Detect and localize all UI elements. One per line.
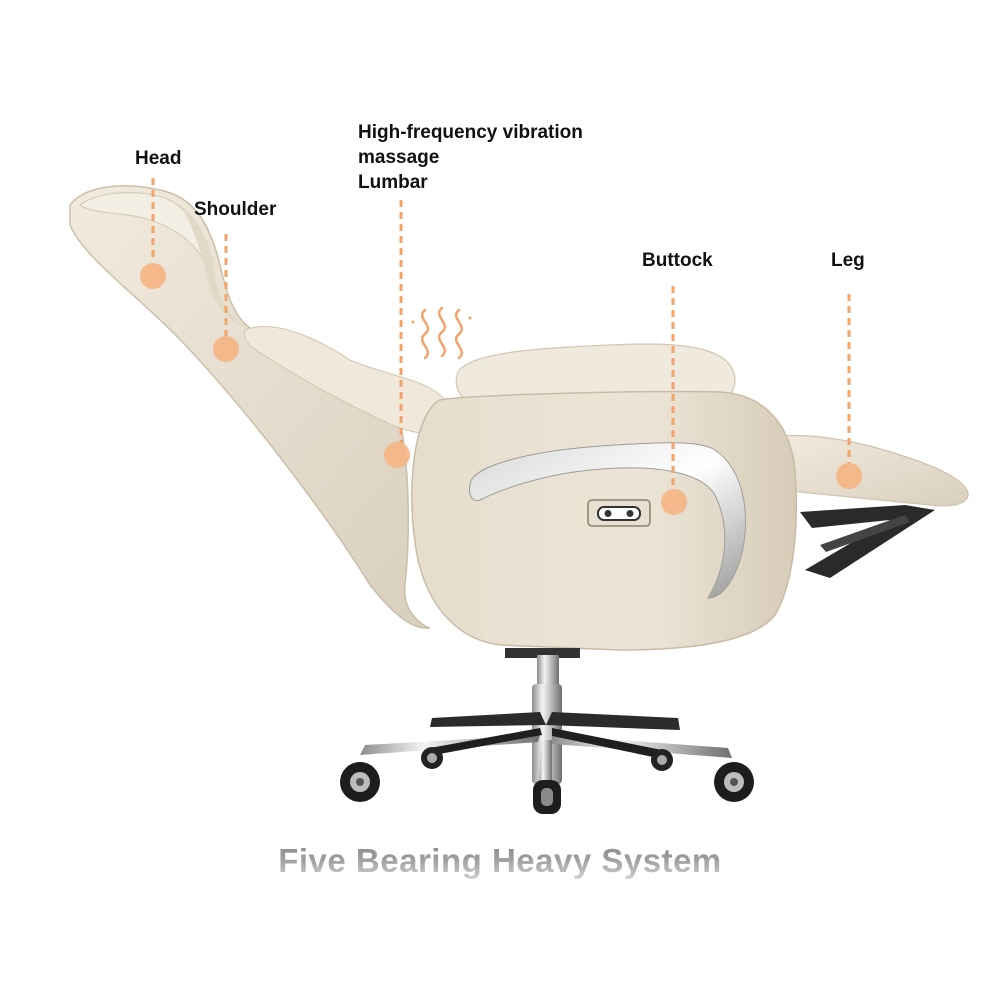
massage-markers (140, 263, 862, 515)
shoulder-label: Shoulder (194, 199, 277, 220)
swivel-base (360, 648, 732, 792)
backrest (69, 185, 455, 629)
lumbar-label: High-frequency vibration massage Lumbar (358, 120, 583, 195)
leader-lines (151, 178, 851, 490)
shoulder-marker (213, 336, 239, 362)
lumbar-label-line-2: massage (358, 147, 440, 168)
casters (340, 747, 754, 814)
caster-wheel-back-left (421, 747, 443, 769)
buttock-label: Buttock (642, 250, 713, 271)
head-label: Head (135, 148, 182, 169)
chair-base-panel (411, 390, 798, 651)
chrome-arm-accent (469, 442, 747, 599)
footrest (769, 435, 969, 578)
footer-title: Five Bearing Heavy System (0, 842, 1000, 880)
leg-marker (836, 463, 862, 489)
lumbar-label-line-1: High-frequency vibration (358, 122, 583, 143)
caster-wheel-front (533, 780, 561, 814)
caster-wheel-back-right (651, 749, 673, 771)
vibration-waves-icon (411, 306, 472, 360)
lumbar-label-line-3: Lumbar (358, 172, 428, 193)
caster-wheel-right (714, 762, 754, 802)
recline-control-button-icon[interactable] (587, 499, 651, 527)
caster-wheel-left (340, 762, 380, 802)
buttock-marker (661, 489, 687, 515)
leg-label: Leg (831, 250, 865, 271)
head-marker (140, 263, 166, 289)
lumbar-marker (384, 442, 410, 468)
